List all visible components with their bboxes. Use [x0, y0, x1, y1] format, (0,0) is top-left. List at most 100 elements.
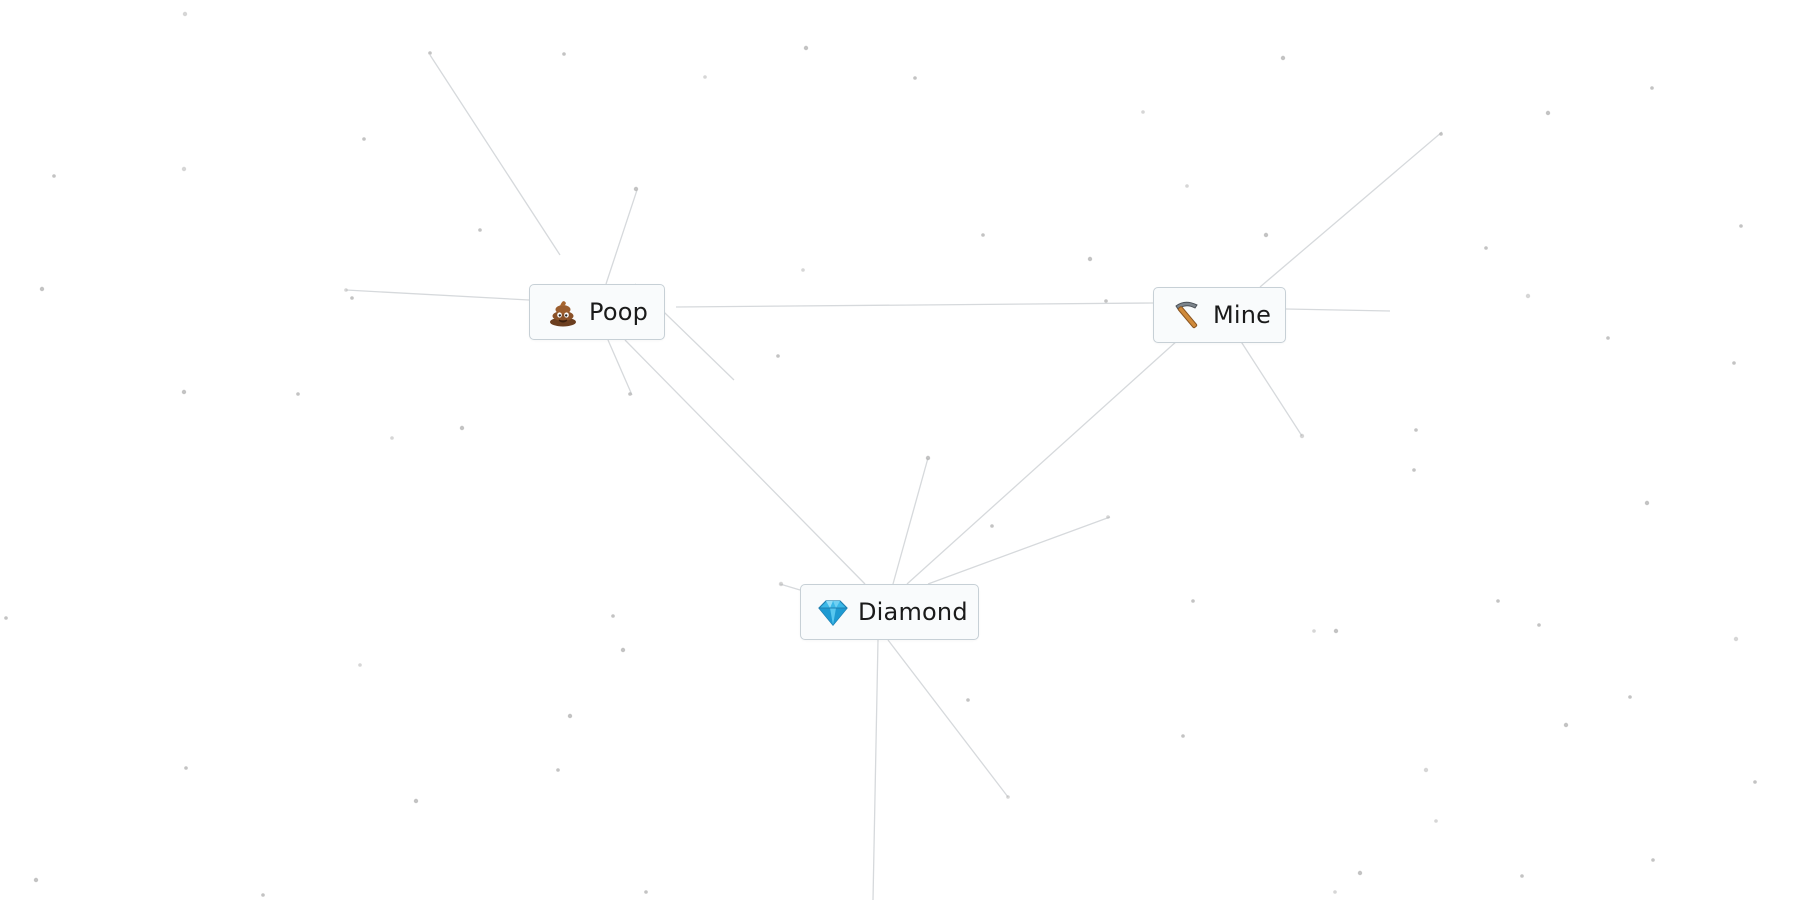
star-dot	[1299, 433, 1305, 439]
connector-line	[906, 339, 1179, 585]
star-dot	[182, 11, 188, 17]
star-dot	[1106, 515, 1110, 519]
star-dot	[1650, 86, 1654, 90]
pickaxe-icon	[1170, 298, 1204, 332]
star-dot	[4, 616, 8, 620]
star-dot	[1651, 858, 1655, 862]
star-dot	[296, 392, 300, 396]
star-dot	[1537, 623, 1541, 627]
star-dot	[1439, 132, 1443, 136]
connector-line	[892, 457, 929, 585]
gem-icon	[817, 595, 849, 629]
star-dot	[52, 174, 56, 178]
star-dot	[362, 137, 366, 141]
star-dot	[344, 288, 348, 292]
connector-line	[607, 339, 633, 396]
star-dot	[1333, 628, 1339, 634]
star-dot	[633, 186, 639, 192]
star-dot	[1753, 780, 1757, 784]
star-dot	[803, 45, 809, 51]
star-dot	[778, 581, 784, 587]
star-dot	[181, 166, 187, 172]
star-dot	[1185, 184, 1189, 188]
star-dot	[990, 524, 994, 528]
star-dot	[350, 296, 354, 300]
star-dot	[981, 233, 985, 237]
star-dot	[1280, 55, 1286, 61]
star-dot	[1732, 361, 1736, 365]
star-dot	[358, 663, 362, 667]
star-dot	[1520, 874, 1524, 878]
connector-line	[675, 302, 1154, 308]
star-dot	[1739, 224, 1743, 228]
element-label: Mine	[1213, 301, 1272, 329]
poop-emoji-icon	[546, 295, 580, 329]
star-dot	[1414, 428, 1418, 432]
star-dot	[478, 228, 482, 232]
connector-line	[605, 189, 638, 285]
star-dot	[644, 890, 648, 894]
star-dot	[1628, 695, 1632, 699]
connector-line	[1239, 339, 1303, 437]
star-dot	[1181, 734, 1185, 738]
star-dot	[1333, 890, 1337, 894]
connector-line	[429, 54, 561, 256]
connector-line	[927, 516, 1111, 585]
star-dot	[567, 713, 573, 719]
star-dot	[33, 877, 39, 883]
star-dot	[1423, 767, 1429, 773]
star-dot	[1087, 256, 1093, 262]
star-dot	[1545, 110, 1551, 116]
star-dot	[1412, 468, 1416, 472]
star-dot	[628, 392, 632, 396]
element-tile-diamond[interactable]: Diamond	[800, 584, 979, 640]
star-dot	[413, 798, 419, 804]
connector-lines	[345, 54, 1443, 900]
star-dot	[39, 286, 45, 292]
star-dot	[1644, 500, 1650, 506]
star-dot	[1263, 232, 1269, 238]
connector-line	[1285, 308, 1391, 312]
connector-line	[1259, 131, 1443, 288]
star-dot	[1484, 246, 1488, 250]
star-dot	[1733, 636, 1739, 642]
connector-line	[872, 639, 879, 900]
star-dot	[181, 389, 187, 395]
connector-line	[345, 289, 530, 301]
star-dot	[1525, 293, 1531, 299]
star-dot	[1496, 599, 1500, 603]
star-dot	[1141, 110, 1145, 114]
star-dot	[776, 354, 780, 358]
connector-line	[779, 583, 801, 591]
star-dot	[261, 893, 265, 897]
star-dots	[4, 11, 1757, 897]
star-dot	[428, 51, 432, 55]
element-tile-poop[interactable]: Poop	[529, 284, 665, 340]
star-dot	[1606, 336, 1610, 340]
element-label: Diamond	[858, 598, 968, 626]
star-dot	[1006, 795, 1010, 799]
star-dot	[913, 76, 917, 80]
connector-line	[624, 339, 866, 585]
star-dot	[184, 766, 188, 770]
star-dot	[562, 52, 566, 56]
element-tile-mine[interactable]: Mine	[1153, 287, 1286, 343]
star-dot	[1191, 599, 1195, 603]
connector-line	[887, 639, 1009, 798]
star-dot	[925, 455, 931, 461]
star-dot	[966, 698, 970, 702]
star-dot	[459, 425, 465, 431]
star-dot	[801, 268, 805, 272]
star-dot	[703, 75, 707, 79]
star-dot	[556, 768, 560, 772]
star-dot	[611, 614, 615, 618]
element-label: Poop	[589, 298, 649, 326]
star-dot	[1563, 722, 1569, 728]
star-dot	[1357, 870, 1363, 876]
star-dot	[1434, 819, 1438, 823]
star-dot	[1312, 629, 1316, 633]
star-dot	[1104, 299, 1108, 303]
star-dot	[620, 647, 626, 653]
